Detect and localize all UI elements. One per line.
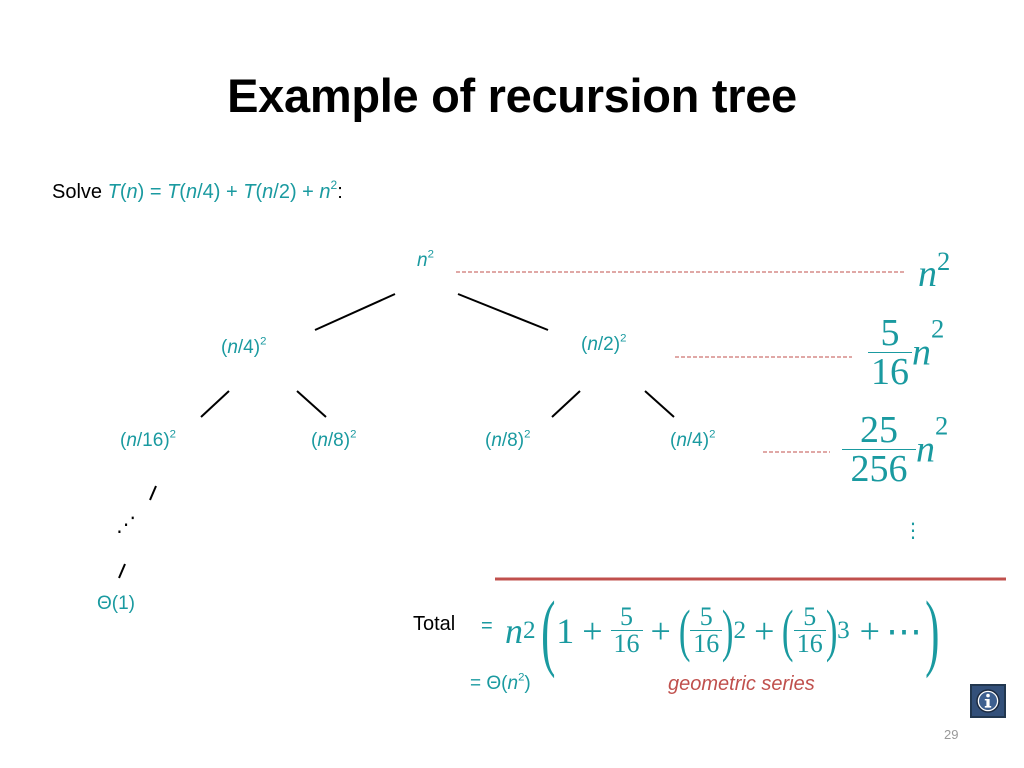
solve-label: Solve bbox=[52, 181, 103, 203]
geometric-series-label: geometric series bbox=[668, 673, 815, 695]
edge-root-left bbox=[314, 293, 396, 331]
tree-node-l2-4: (n/4)2 bbox=[670, 428, 716, 451]
level-sum-vdots: ⋮ bbox=[903, 520, 923, 542]
tree-node-l2-3: (n/8)2 bbox=[485, 428, 531, 451]
info-icon bbox=[976, 689, 1000, 713]
tree-leaf: Θ(1) bbox=[97, 593, 135, 614]
total-equals: = bbox=[481, 615, 493, 637]
level-sum-row0: n2 bbox=[918, 246, 951, 295]
info-button[interactable] bbox=[970, 684, 1006, 718]
tree-node-l1-left: (n/4)2 bbox=[221, 335, 267, 358]
page-number: 29 bbox=[944, 727, 959, 742]
recurrence-statement: Solve T(n) = T(n/4) + T(n/2) + n2: bbox=[52, 178, 343, 203]
slide-title: Example of recursion tree bbox=[227, 69, 797, 122]
tree-node-l2-1: (n/16)2 bbox=[120, 428, 176, 451]
edge-root-right bbox=[457, 293, 549, 331]
edge-l1b-right bbox=[644, 390, 675, 418]
tree-vdots: ⋰ bbox=[116, 514, 136, 536]
tree-node-l1-right: (n/2)2 bbox=[581, 332, 627, 355]
recurrence-equation: T(n) = T(n/4) + T(n/2) + n2 bbox=[107, 178, 338, 203]
tree-root: n2 bbox=[417, 248, 434, 271]
edge-l1a-left bbox=[200, 390, 230, 418]
edge-leaf-lower bbox=[118, 563, 126, 579]
edge-leaf-upper bbox=[149, 485, 157, 501]
edge-l1b-left bbox=[551, 390, 581, 418]
edge-l1a-right bbox=[296, 390, 327, 418]
total-result: = Θ(n2) bbox=[470, 671, 531, 694]
tree-node-l2-2: (n/8)2 bbox=[311, 428, 357, 451]
total-label: Total bbox=[413, 613, 456, 635]
level-sum-row2: 25 256 n2 bbox=[842, 411, 948, 488]
level-sum-row1: 5 16 n2 bbox=[868, 314, 944, 391]
